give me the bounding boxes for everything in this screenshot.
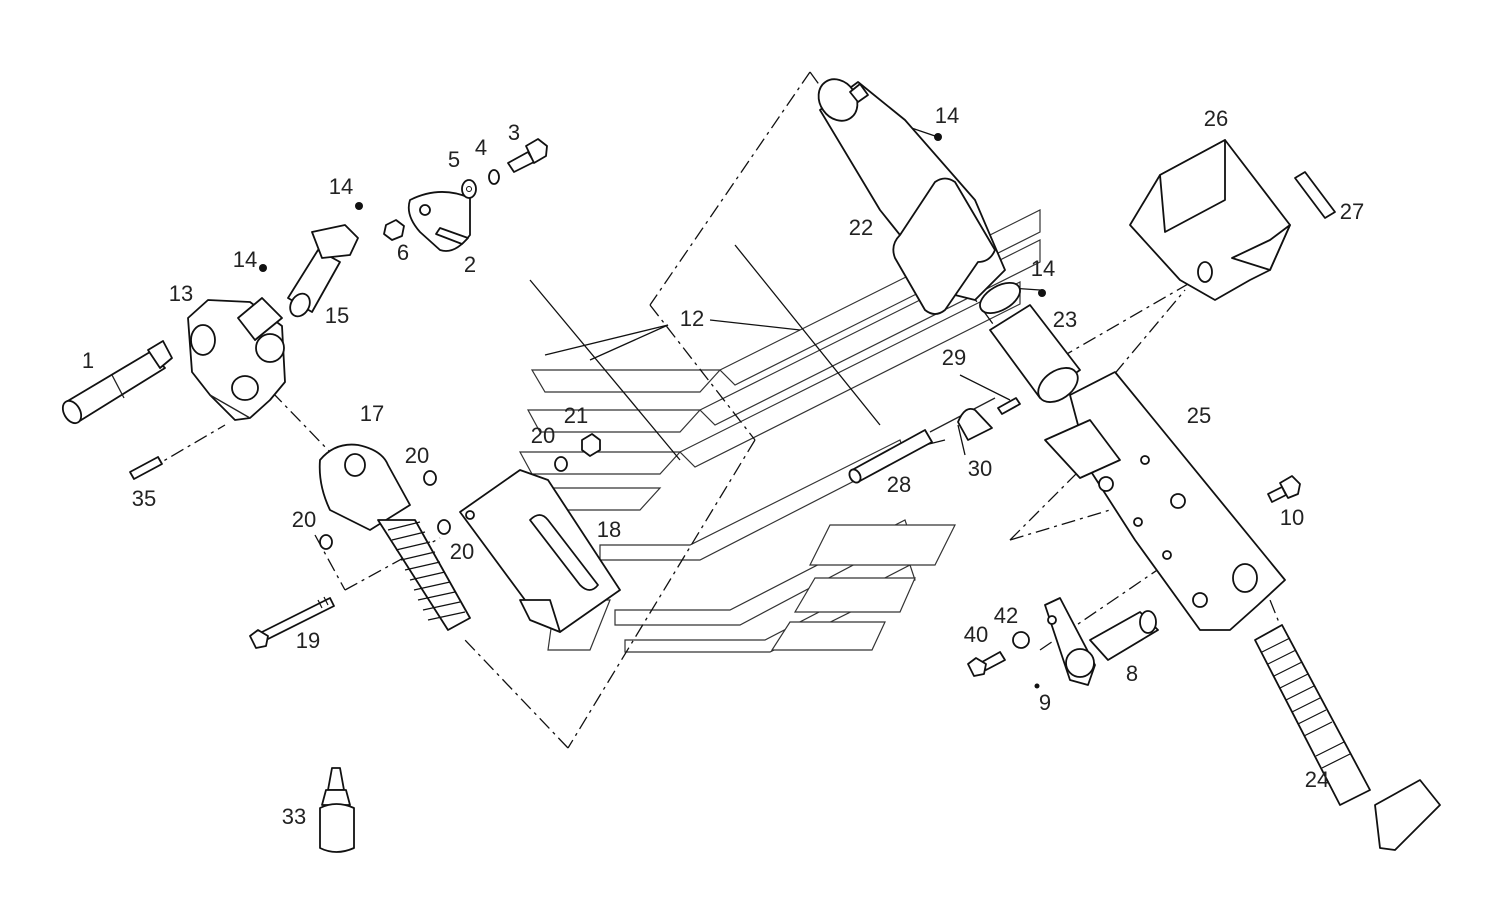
label-part-28: 28 — [887, 472, 911, 497]
label-part-13: 13 — [169, 281, 193, 306]
label-part-14-left: 14 — [233, 247, 257, 272]
label-part-10: 10 — [1280, 505, 1304, 530]
label-part-1: 1 — [82, 348, 94, 373]
label-part-6: 6 — [397, 240, 409, 265]
part-10-bolt — [1267, 475, 1301, 503]
part-25-arm — [1044, 371, 1286, 631]
part-29-pin — [997, 397, 1021, 415]
part-33-bottle — [319, 767, 355, 853]
label-part-12: 12 — [680, 306, 704, 331]
part-17-eyebolt — [318, 443, 471, 631]
label-part-33: 33 — [282, 804, 306, 829]
label-part-30: 30 — [968, 456, 992, 481]
part-8-pin — [1044, 597, 1159, 686]
label-part-23: 23 — [1053, 307, 1077, 332]
label-part-19: 19 — [296, 628, 320, 653]
part-20-washers — [319, 456, 568, 550]
part-24-bolt — [1254, 624, 1441, 851]
label-part-14-cylinder-bottom: 14 — [1031, 256, 1055, 281]
part-27-key — [1294, 171, 1336, 219]
part-21-nut — [581, 433, 601, 457]
label-part-17: 17 — [360, 401, 384, 426]
label-part-21: 21 — [564, 403, 588, 428]
part-number-labels: 1 2 3 4 5 6 8 9 10 12 13 14 14 14 14 15 … — [82, 103, 1364, 829]
part-15-pin — [287, 224, 359, 318]
label-part-5: 5 — [448, 147, 460, 172]
part-18-bracket — [459, 469, 621, 633]
label-part-40: 40 — [964, 622, 988, 647]
part-5-washer — [461, 179, 477, 199]
label-part-25: 25 — [1187, 403, 1211, 428]
part-1-pin — [61, 340, 173, 425]
label-part-14-top: 14 — [329, 174, 353, 199]
label-part-20-c: 20 — [450, 539, 474, 564]
label-part-24: 24 — [1305, 767, 1329, 792]
part-13-bracket — [187, 297, 286, 421]
part-19-bolt — [249, 596, 335, 649]
grease-nipples — [259, 133, 1046, 689]
label-part-3: 3 — [508, 120, 520, 145]
part-28-rod — [848, 429, 933, 484]
label-part-14-cylinder-top: 14 — [935, 103, 959, 128]
label-part-9: 9 — [1039, 690, 1051, 715]
part-26-cover — [1129, 139, 1291, 301]
label-part-20-a: 20 — [405, 443, 429, 468]
label-part-35: 35 — [132, 486, 156, 511]
label-part-29: 29 — [942, 345, 966, 370]
label-part-22: 22 — [849, 215, 873, 240]
label-part-4: 4 — [475, 135, 487, 160]
part-42-washer — [1012, 631, 1030, 649]
part-6-nut — [383, 219, 405, 241]
label-part-27: 27 — [1340, 199, 1364, 224]
part-35-pin — [129, 456, 163, 480]
label-part-26: 26 — [1204, 106, 1228, 131]
label-part-15: 15 — [325, 303, 349, 328]
part-40-bolt — [967, 651, 1006, 677]
part-2-plate — [407, 191, 471, 252]
part-22-cylinder — [817, 78, 1021, 315]
part-23-sleeve — [989, 304, 1081, 403]
label-part-2: 2 — [464, 252, 476, 277]
label-part-8: 8 — [1126, 661, 1138, 686]
label-part-42: 42 — [994, 603, 1018, 628]
part-4-washer — [488, 169, 500, 185]
part-30-pin — [929, 397, 996, 441]
part-3-bolt — [507, 138, 548, 173]
label-part-18: 18 — [597, 517, 621, 542]
label-part-20-b: 20 — [292, 507, 316, 532]
label-part-20-d: 20 — [531, 423, 555, 448]
